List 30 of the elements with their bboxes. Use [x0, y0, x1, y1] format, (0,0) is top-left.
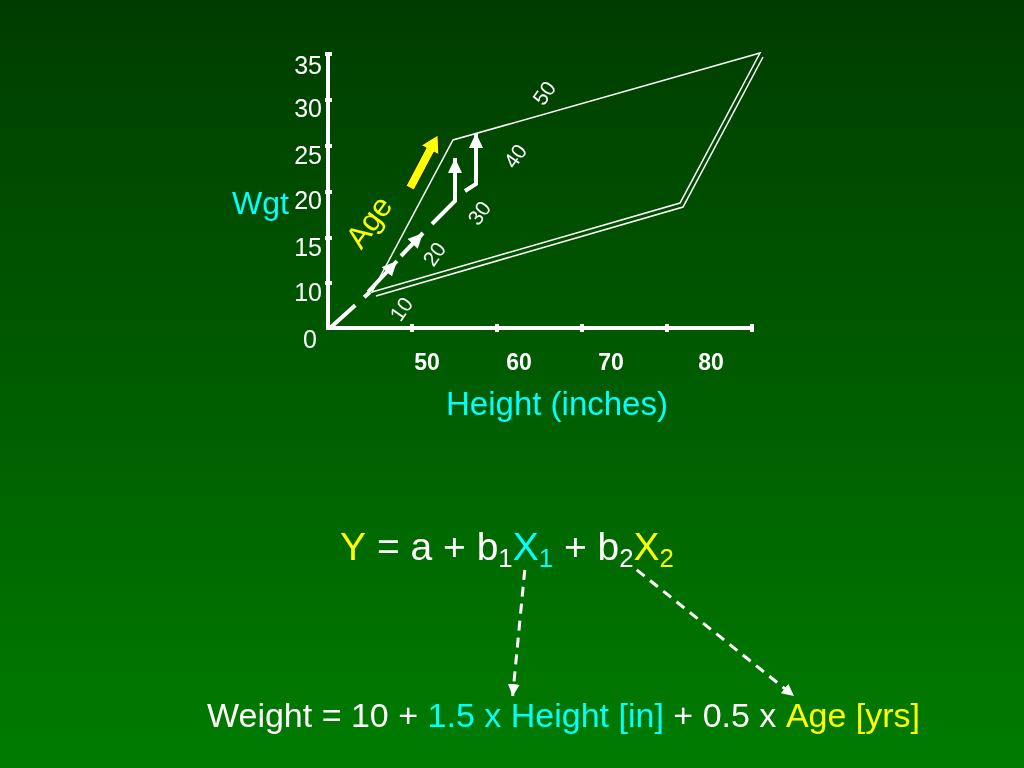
axis-title: Height (inches) [446, 386, 668, 420]
equation-variable: X$_{1}$ [512, 525, 553, 570]
axis-tick-label: 35 [294, 52, 322, 78]
axis-tick-label: 10 [294, 279, 322, 305]
equation-text: Y [340, 525, 366, 570]
axis-tick-label: 10 [385, 293, 417, 325]
axis-tick-label: 0 [303, 326, 317, 352]
equation-term: Age [yrs] [785, 696, 921, 736]
axis-tick-label: 80 [698, 350, 724, 374]
equation-text: = a + b$_{1}$ [376, 525, 513, 570]
axis-tick-label: 30 [463, 197, 495, 229]
axis-tick-label: 50 [528, 77, 560, 109]
axis-tick-label: 60 [506, 350, 532, 374]
axis-tick-label: 50 [414, 350, 440, 374]
axis-tick-label: 20 [294, 187, 322, 213]
axis-tick-label: 70 [598, 350, 624, 374]
equation-text: Weight = 10 + [207, 696, 419, 736]
axis-title: Wgt [232, 187, 289, 219]
axis-tick-label: 40 [499, 140, 531, 172]
equation-text: + 0.5 x [673, 696, 777, 736]
equation-term: 1.5 x Height [in] [427, 696, 664, 736]
axis-tick-label: 15 [294, 234, 322, 260]
axis-tick-label: 25 [294, 142, 322, 168]
axis-title: Age [340, 190, 398, 254]
dashed-arrow [635, 568, 795, 698]
dashed-arrow [507, 569, 527, 697]
equation-variable: X$_{2}$ [633, 525, 674, 570]
axis-tick-label: 20 [418, 238, 450, 270]
equation-text: + b$_{2}$ [563, 525, 634, 570]
axis-tick-label: 30 [294, 95, 322, 121]
